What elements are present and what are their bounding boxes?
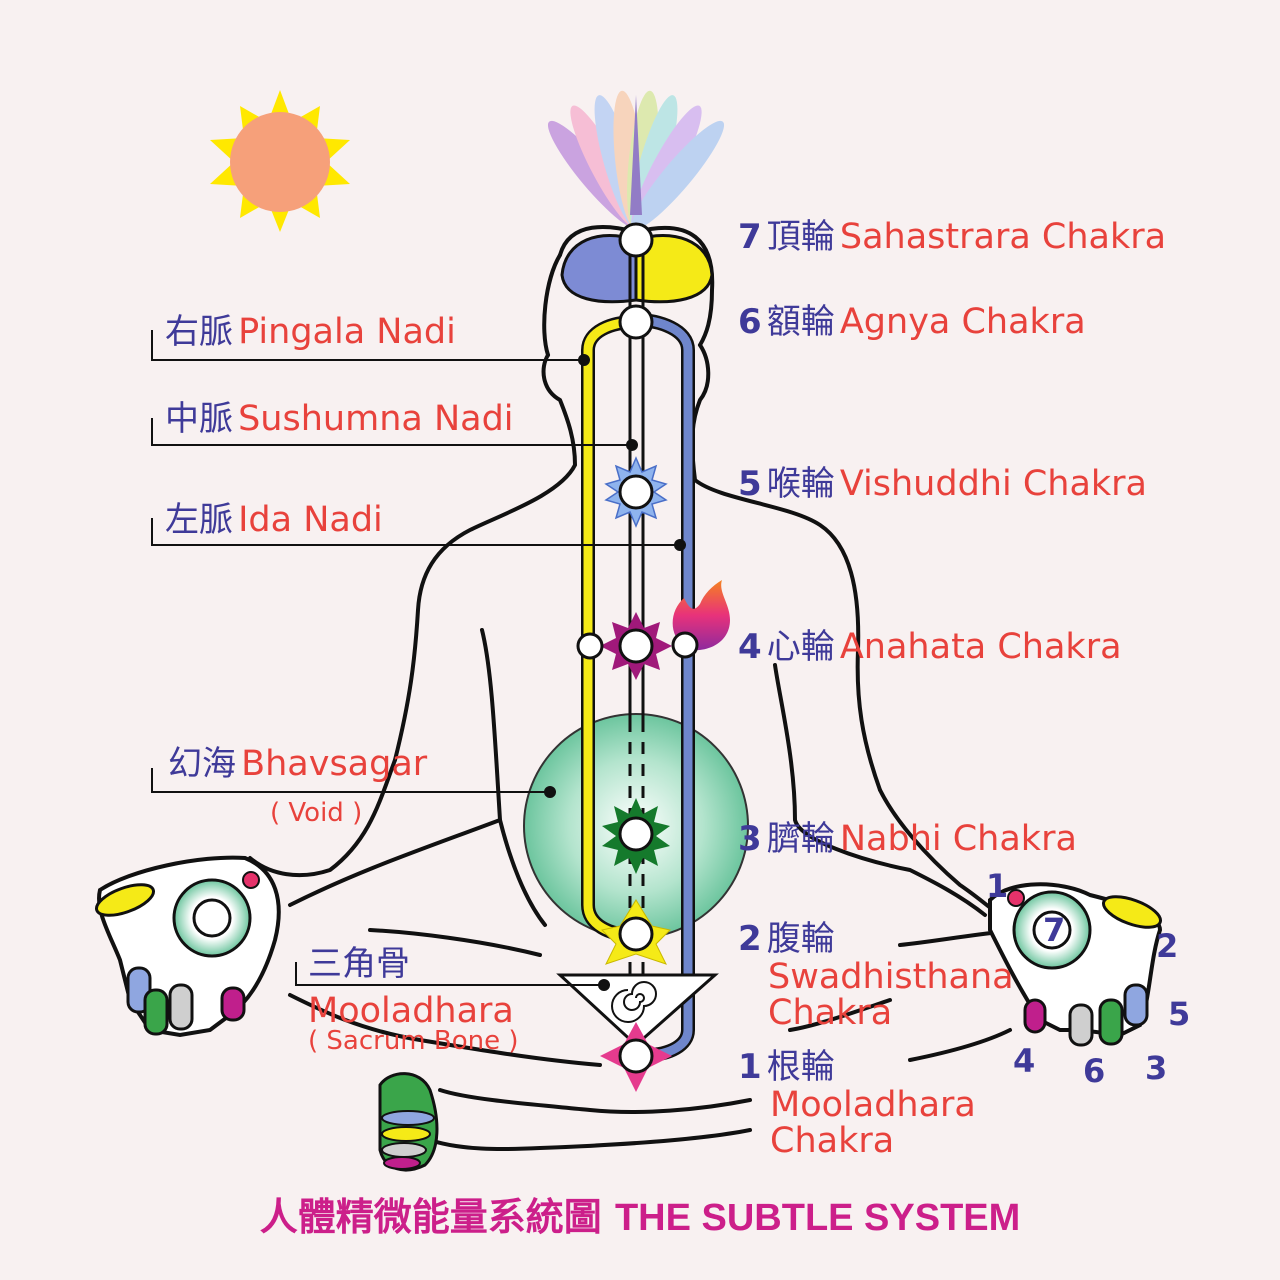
chakra-1-chinese: 根輪: [766, 1047, 835, 1087]
bhavsagar-sub: ( Void ): [270, 798, 363, 828]
chakra-6-chinese: 額輪: [766, 302, 835, 342]
brain-hemispheres: [560, 234, 714, 304]
sushumna-label: 中脈 Sushumna Nadi: [165, 402, 514, 437]
right-hand-number-1: 1: [986, 867, 1009, 905]
chakra-4-chinese: 心輪: [766, 627, 835, 667]
pingala-english: Pingala Nadi: [238, 312, 456, 352]
chakra-2-english-line1: Swadhisthana: [768, 957, 1014, 997]
chakra-1-english-line2: Chakra: [770, 1121, 895, 1161]
ida-label: 左脈 Ida Nadi: [165, 503, 383, 538]
chakra-3-label: 3 臍輪 Nabhi Chakra: [738, 822, 1077, 857]
title-chinese: 人體精微能量系統圖: [259, 1194, 602, 1239]
right-hand-number-4: 4: [1013, 1042, 1036, 1080]
sacrum-triangle: [556, 973, 719, 1048]
chakra-3-symbol: [602, 798, 670, 874]
chakra-2-english-line2: Chakra: [768, 993, 893, 1033]
chakra-7-chinese: 頂輪: [766, 217, 835, 257]
chakra-7-number: 7: [738, 217, 762, 257]
sacrum-chinese: 三角骨: [308, 944, 410, 984]
bhavsagar-english: Bhavsagar: [241, 744, 428, 784]
chakra-1-english-line1: Mooladhara: [770, 1085, 976, 1125]
right-hand-number-2: 2: [1156, 927, 1179, 965]
chakra-5-english: Vishuddhi Chakra: [839, 464, 1147, 504]
chakra-3-number: 3: [738, 819, 762, 859]
chakra-5-symbol: [604, 456, 668, 528]
chakra-2-label: 2 腹輪: [738, 922, 835, 956]
chakra-5-chinese: 喉輪: [766, 464, 835, 504]
sushumna-english: Sushumna Nadi: [238, 399, 514, 439]
diagram-title: 人體精微能量系統圖 THE SUBTLE SYSTEM: [0, 1197, 1280, 1239]
pingala-chinese: 右脈: [165, 312, 233, 352]
chakra-5-number: 5: [738, 464, 762, 504]
right-hand: [988, 882, 1163, 1047]
chakra-1-number: 1: [738, 1047, 762, 1087]
left-hand: [95, 855, 281, 1038]
sun-icon: [210, 90, 350, 232]
chakra-4-symbol: [576, 580, 730, 680]
sacrum-english: Mooladhara: [308, 991, 514, 1031]
right-hand-number-3: 3: [1145, 1049, 1168, 1087]
right-hand-number-5: 5: [1168, 995, 1191, 1033]
chakra-3-english: Nabhi Chakra: [839, 819, 1077, 859]
pingala-label: 右脈 Pingala Nadi: [165, 315, 456, 350]
chakra-3-chinese: 臍輪: [766, 819, 835, 859]
leader-lines: [151, 330, 686, 991]
chakra-5-label: 5 喉輪 Vishuddhi Chakra: [738, 467, 1147, 502]
chakra-7-english: Sahastrara Chakra: [839, 217, 1167, 257]
chakra-6-english: Agnya Chakra: [839, 302, 1086, 342]
chakra-4-label: 4 心輪 Anahata Chakra: [738, 630, 1122, 665]
title-english: THE SUBTLE SYSTEM: [614, 1197, 1021, 1239]
chakra-2-symbol: [601, 899, 671, 965]
chakra-6-label: 6 額輪 Agnya Chakra: [738, 305, 1086, 340]
chakra-4-english: Anahata Chakra: [839, 627, 1122, 667]
right-hand-number-6: 6: [1083, 1052, 1106, 1090]
sacrum-sub: ( Sacrum Bone ): [308, 1026, 519, 1056]
bhavsagar-chinese: 幻海: [168, 744, 236, 784]
chakra-2-number: 2: [738, 919, 762, 959]
sushumna-chinese: 中脈: [165, 399, 233, 439]
chakra-1-label: 1 根輪: [738, 1050, 835, 1084]
chakra-4-number: 4: [738, 627, 762, 667]
foot: [378, 1072, 439, 1172]
ida-chinese: 左脈: [165, 500, 233, 540]
lotus-crown: [547, 90, 725, 230]
right-hand-number-7: 7: [1043, 911, 1066, 949]
ida-english: Ida Nadi: [238, 500, 383, 540]
chakra-7-label: 7 頂輪 Sahastrara Chakra: [738, 220, 1166, 255]
chakra-6-number: 6: [738, 302, 762, 342]
chakra-2-chinese: 腹輪: [766, 919, 835, 959]
chakra-6-symbol: [618, 304, 654, 340]
chakra-1-symbol: [600, 1022, 672, 1092]
bhavsagar-label: 幻海 Bhavsagar: [168, 747, 427, 782]
chakra-7-symbol: [618, 222, 654, 258]
